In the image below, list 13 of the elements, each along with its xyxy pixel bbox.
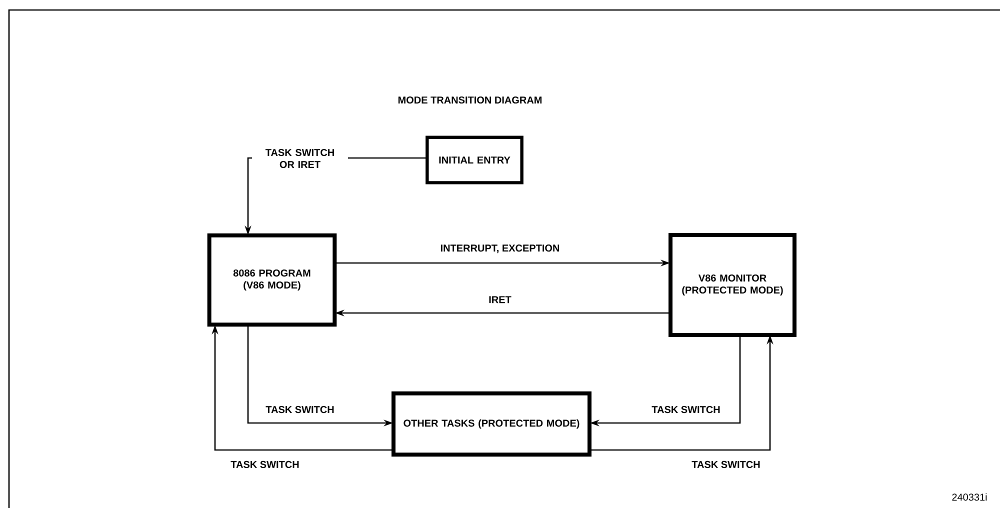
edge-label: INTERRUPT, EXCEPTION [440,244,560,254]
mode-box: INITIAL ENTRY [426,136,524,184]
edge-label: IRET [489,296,512,304]
figure-number: 240331i [952,493,987,501]
edge-label: TASK SWITCH [652,406,720,414]
mode-box: V86 MONITOR (PROTECTED MODE) [668,233,796,337]
edge-label: TASK SWITCH [266,406,334,414]
edge-label: TASK SWITCH OR IRET [252,148,348,170]
edge-label: TASK SWITCH [692,460,760,468]
diagram-title: MODE TRANSITION DIAGRAM [398,96,542,104]
mode-box: 8086 PROGRAM (V86 MODE) [207,233,337,327]
edge-label: TASK SWITCH [230,460,299,468]
mode-box: OTHER TASKS (PROTECTED MODE) [392,391,592,457]
